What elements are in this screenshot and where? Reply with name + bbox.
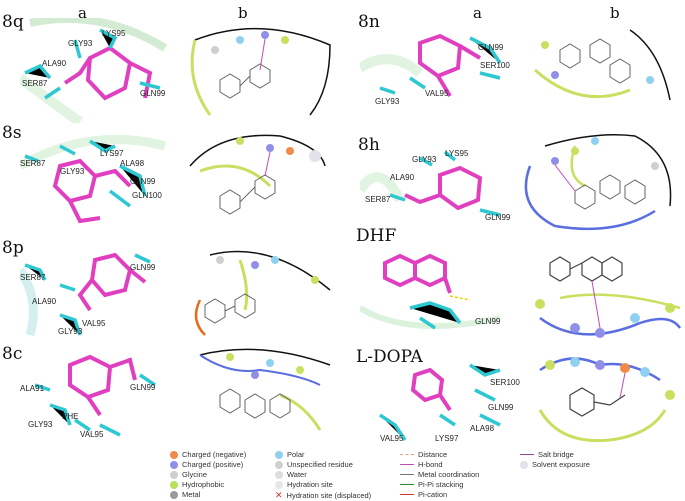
residue-label: GLY93 — [58, 327, 83, 336]
residue-label: ALA91 — [20, 384, 45, 393]
column-header-b-right: b — [610, 4, 620, 22]
residue-label: VAL95 — [80, 430, 104, 439]
residue-label: GLN99 — [130, 263, 156, 272]
residue-label: GLN99 — [485, 213, 511, 222]
residue-label: VAL95 — [82, 319, 106, 328]
interaction-diagram-l-dopa — [538, 357, 675, 443]
residue-label: GLY93 — [412, 155, 437, 164]
swatch-line — [520, 454, 534, 455]
row-label-8p: 8p — [2, 238, 24, 258]
swatch-dot — [275, 460, 283, 469]
residue-label: GLN99 — [130, 177, 156, 186]
legend-item: Solvent exposure — [520, 460, 590, 469]
legend-item: Glycine — [170, 470, 207, 479]
row-label-8q: 8q — [2, 12, 24, 32]
residue-label: LYS95 — [445, 149, 469, 158]
docking-pose-l-dopa: SER100 GLN99 ALA98 VAL95 LYS97 — [379, 363, 520, 443]
residue-label: PHE — [62, 412, 78, 421]
legend-item: Charged (positive) — [170, 460, 243, 469]
residue-label: SER87 — [20, 159, 46, 168]
column-header-a-left: a — [78, 4, 87, 22]
residue-label: ALA90 — [42, 59, 67, 68]
swatch-dot — [170, 460, 178, 469]
row-label-8n: 8n — [358, 12, 380, 32]
residue-label: GLN99 — [130, 383, 156, 392]
residue-label: ALA98 — [470, 424, 495, 433]
interaction-diagram-8p — [194, 250, 331, 336]
interaction-diagram-8c — [199, 348, 331, 431]
residue-label: SER87 — [22, 79, 48, 88]
docking-pose-8h: GLY93 LYS95 ALA90 SER87 GLN99 — [360, 149, 511, 222]
swatch-line — [400, 484, 414, 485]
legend-item: Pi-Pi stacking — [400, 480, 463, 489]
residue-label: GLN99 — [475, 317, 501, 326]
row-label-8c: 8c — [2, 344, 23, 364]
residue-label: GLN99 — [140, 89, 166, 98]
residue-label: LYS95 — [102, 29, 126, 38]
swatch-dot — [520, 460, 528, 469]
swatch-dot — [275, 450, 283, 459]
residue-label: ALA90 — [32, 297, 57, 306]
residue-label: GLY93 — [60, 167, 85, 176]
swatch-dot — [170, 490, 178, 499]
legend-item: Metal coordination — [400, 470, 479, 479]
legend-item: Charged (negative) — [170, 450, 246, 459]
column-header-a-right: a — [473, 4, 482, 22]
residue-label: GLN99 — [488, 403, 514, 412]
row-label-dhf: DHF — [356, 226, 397, 246]
legend-item: Pi-cation — [400, 490, 447, 499]
residue-label: LYS97 — [435, 434, 459, 443]
residue-label: LYS97 — [100, 149, 124, 158]
swatch-dot — [170, 480, 178, 489]
swatch-line — [400, 464, 414, 465]
legend-item: ✕Hydration site (displaced) — [275, 490, 372, 500]
residue-label: SER87 — [20, 273, 46, 282]
residue-label: GLY93 — [28, 420, 53, 429]
docking-pose-8n: GLN99 SER100 VAL95 GLY93 — [360, 33, 510, 106]
docking-pose-8c: ALA91 GLN99 GLY93 PHE VAL95 — [20, 354, 156, 439]
swatch-dot — [170, 470, 178, 479]
swatch-dot — [275, 480, 283, 489]
docking-pose-8p: GLN99 SER87 ALA90 GLY93 VAL95 — [20, 252, 156, 337]
interaction-legend: Charged (negative) Charged (positive) Gl… — [170, 448, 685, 500]
residue-label: SER100 — [490, 378, 520, 387]
docking-pose-dhf: GLN99 — [360, 253, 501, 330]
legend-item: H-bond — [400, 460, 443, 469]
residue-label: GLN100 — [132, 191, 162, 200]
residue-label: SER87 — [365, 195, 391, 204]
swatch-line — [400, 454, 414, 455]
row-label-l-dopa: L-DOPA — [356, 347, 423, 367]
residue-label: ALA98 — [120, 159, 145, 168]
legend-item: Hydrophobic — [170, 480, 224, 489]
row-label-8h: 8h — [358, 135, 380, 155]
legend-item: Metal — [170, 490, 200, 499]
legend-item: Salt bridge — [520, 450, 574, 459]
row-label-8s: 8s — [2, 123, 22, 143]
residue-label: GLN99 — [478, 43, 504, 52]
residue-label: VAL95 — [425, 89, 449, 98]
legend-item: Unspecified residue — [275, 460, 353, 469]
swatch-dot — [275, 470, 283, 479]
docking-pose-8s: LYS97 GLY93 ALA98 GLN99 SER87 GLN100 — [20, 134, 167, 224]
swatch-line — [400, 494, 414, 495]
docking-pose-8q: GLY93 LYS95 ALA90 SER87 GLN99 — [20, 18, 168, 123]
residue-label: GLY93 — [68, 39, 93, 48]
legend-item: Polar — [275, 450, 305, 459]
interaction-diagram-8h — [524, 134, 672, 231]
residue-label: ALA90 — [390, 173, 415, 182]
residue-label: SER100 — [480, 61, 510, 70]
interaction-diagram-8n — [534, 29, 671, 101]
residue-label: GLY93 — [375, 97, 400, 106]
interaction-diagram-8s — [189, 134, 326, 215]
interaction-diagram-dhf — [535, 256, 682, 338]
swatch-dot — [170, 450, 178, 459]
swatch-x-icon: ✕ — [275, 490, 283, 500]
legend-item: Hydration site — [275, 480, 333, 489]
column-header-b-left: b — [238, 4, 248, 22]
interaction-diagram-8q — [190, 27, 331, 116]
swatch-line — [400, 474, 414, 475]
legend-item: Water — [275, 470, 307, 479]
residue-label: VAL95 — [380, 434, 404, 443]
legend-item: Distance — [400, 450, 447, 459]
